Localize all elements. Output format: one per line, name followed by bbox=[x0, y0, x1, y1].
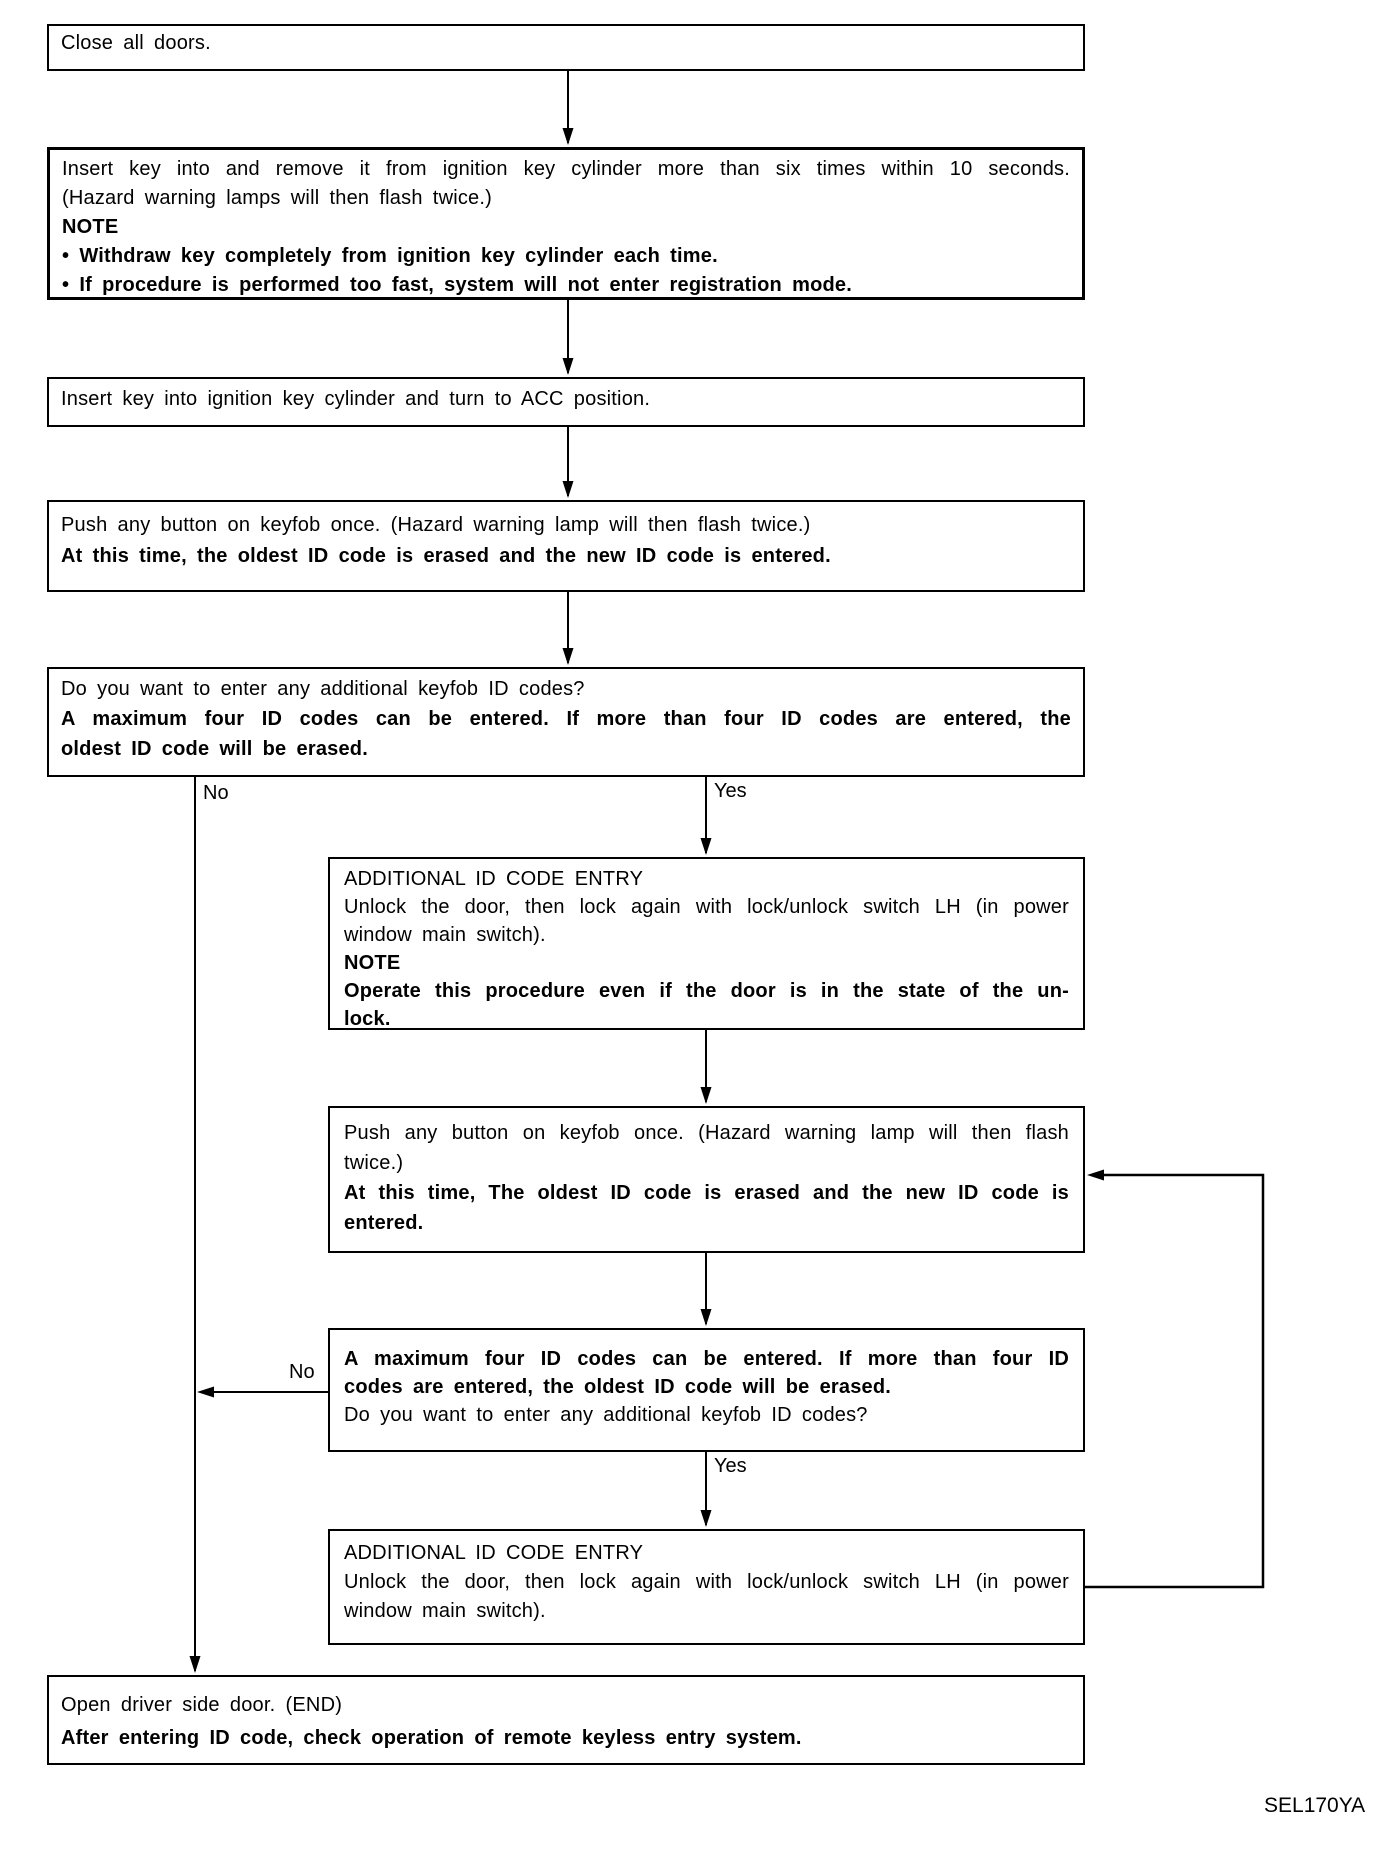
flow-box-line: window main switch). bbox=[344, 1600, 546, 1622]
flow-box-line: Do you want to enter any additional keyf… bbox=[344, 1404, 868, 1426]
flow-box-line: lock. bbox=[344, 1008, 391, 1030]
flow-box-push-keyfob: Push any button on keyfob once. (Hazard … bbox=[47, 500, 1085, 592]
flow-box-push-keyfob-2: Push any button on keyfob once. (Hazard … bbox=[328, 1106, 1085, 1253]
flow-box-line: At this time, the oldest ID code is eras… bbox=[61, 545, 831, 567]
flow-box-line: twice.) bbox=[344, 1152, 404, 1174]
flow-box-line: At this time, The oldest ID code is eras… bbox=[344, 1182, 1069, 1204]
flow-box-close-all-doors: Close all doors. bbox=[47, 24, 1085, 71]
branch-label-yes-2: Yes bbox=[714, 1455, 747, 1477]
flow-box-line: Unlock the door, then lock again with lo… bbox=[344, 896, 1069, 918]
flow-box-line: window main switch). bbox=[344, 924, 546, 946]
branch-label-no-1: No bbox=[203, 782, 229, 804]
branch-label-no-2: No bbox=[289, 1361, 315, 1383]
flow-box-line: Unlock the door, then lock again with lo… bbox=[344, 1571, 1069, 1593]
flow-box-additional-id-entry: ADDITIONAL ID CODE ENTRY Unlock the door… bbox=[328, 857, 1085, 1030]
flow-box-line: Close all doors. bbox=[61, 32, 211, 54]
arrowhead-down-icon bbox=[700, 1087, 712, 1104]
flow-box-line: Do you want to enter any additional keyf… bbox=[61, 678, 585, 700]
flow-box-line: • Withdraw key completely from ignition … bbox=[62, 245, 718, 267]
flow-box-open-door-end: Open driver side door. (END) After enter… bbox=[47, 1675, 1085, 1765]
arrowhead-left-icon bbox=[197, 1386, 214, 1398]
flow-box-line: Operate this procedure even if the door … bbox=[344, 980, 1069, 1002]
flow-box-line: ADDITIONAL ID CODE ENTRY bbox=[344, 868, 644, 890]
flow-box-line: (Hazard warning lamps will then flash tw… bbox=[62, 187, 492, 209]
arrowhead-down-icon bbox=[700, 1510, 712, 1527]
flow-box-line: ADDITIONAL ID CODE ENTRY bbox=[344, 1542, 644, 1564]
flow-box-line: NOTE bbox=[344, 952, 401, 974]
flow-box-line: Push any button on keyfob once. (Hazard … bbox=[344, 1122, 1069, 1144]
flow-box-line: codes are entered, the oldest ID code wi… bbox=[344, 1376, 892, 1398]
arrowhead-down-icon bbox=[700, 1309, 712, 1326]
flow-box-line: A maximum four ID codes can be entered. … bbox=[61, 708, 1071, 730]
flow-box-additional-id-entry-2: ADDITIONAL ID CODE ENTRY Unlock the door… bbox=[328, 1529, 1085, 1645]
flow-box-line: Insert key into and remove it from ignit… bbox=[62, 158, 1070, 180]
flow-box-line: oldest ID code will be erased. bbox=[61, 738, 368, 760]
arrowhead-down-icon bbox=[700, 838, 712, 855]
branch-label-yes-1: Yes bbox=[714, 780, 747, 802]
flow-box-additional-codes-question: Do you want to enter any additional keyf… bbox=[47, 667, 1085, 777]
arrowhead-left-icon bbox=[1087, 1169, 1104, 1181]
arrowhead-down-icon bbox=[189, 1656, 201, 1673]
flow-box-line: After entering ID code, check operation … bbox=[61, 1727, 802, 1749]
arrowhead-down-icon bbox=[562, 481, 574, 498]
flow-box-line: NOTE bbox=[62, 216, 119, 238]
flow-box-line: Push any button on keyfob once. (Hazard … bbox=[61, 514, 811, 536]
flow-box-line: • If procedure is performed too fast, sy… bbox=[62, 274, 852, 296]
arrowhead-down-icon bbox=[562, 648, 574, 665]
figure-code: SEL170YA bbox=[1264, 1794, 1366, 1817]
arrowhead-down-icon bbox=[562, 128, 574, 145]
flow-box-line: Open driver side door. (END) bbox=[61, 1694, 343, 1716]
flow-box-acc-position: Insert key into ignition key cylinder an… bbox=[47, 377, 1085, 427]
connector-feedback-loop bbox=[1085, 1173, 1265, 1589]
flow-box-line: Insert key into ignition key cylinder an… bbox=[61, 388, 651, 410]
flow-box-additional-codes-question-2: A maximum four ID codes can be entered. … bbox=[328, 1328, 1085, 1452]
flow-box-line: entered. bbox=[344, 1212, 424, 1234]
arrowhead-down-icon bbox=[562, 358, 574, 375]
flow-box-registration-mode: Insert key into and remove it from ignit… bbox=[47, 147, 1085, 300]
flow-box-line: A maximum four ID codes can be entered. … bbox=[344, 1348, 1069, 1370]
